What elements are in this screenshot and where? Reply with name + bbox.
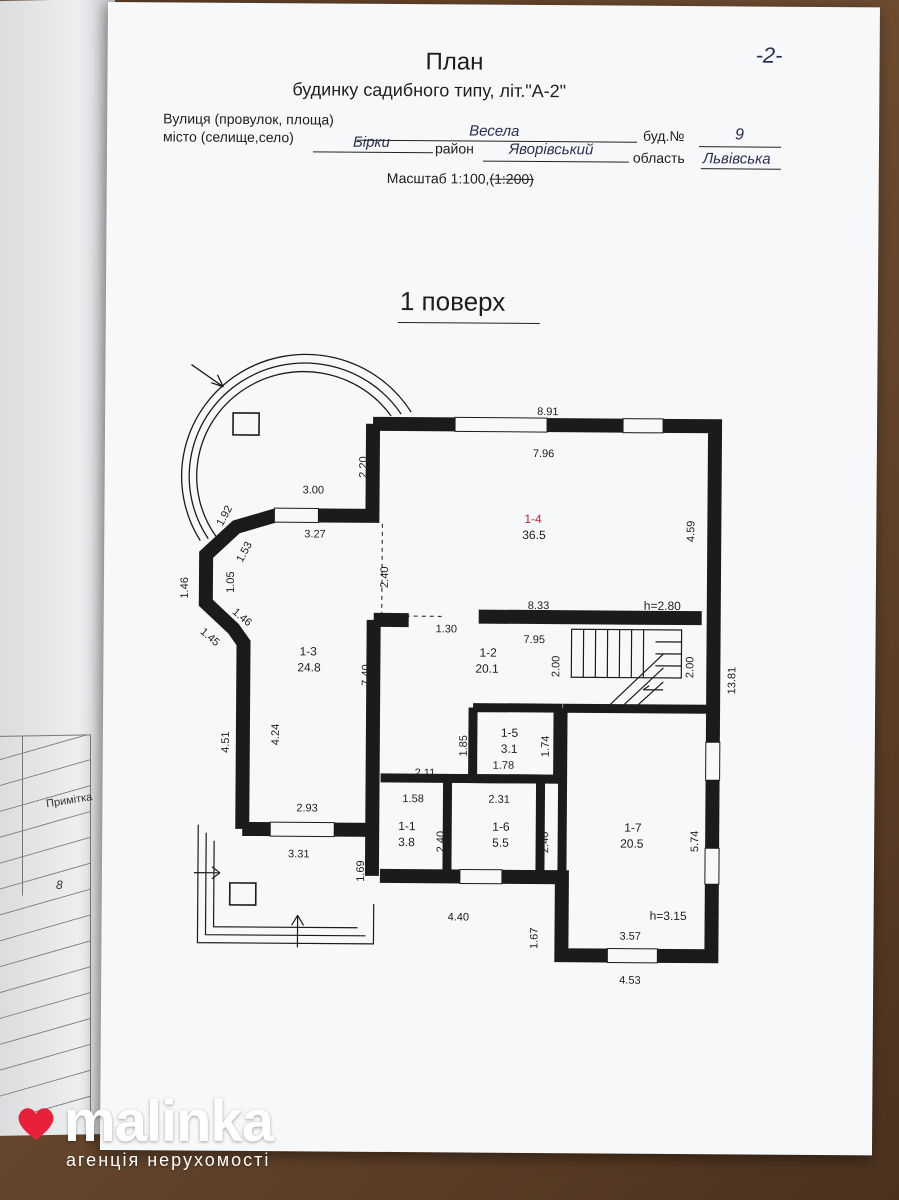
ceiling-height-label: h=3.15	[650, 909, 687, 923]
dimension-label: 2.40	[539, 832, 551, 854]
table-lines	[0, 734, 91, 1118]
dimension-label: 1.74	[540, 736, 552, 758]
dimension-label: 7.95	[524, 634, 546, 646]
dimension-label: 1.45	[198, 626, 222, 649]
room-id: 1-4	[524, 512, 542, 526]
dimension-label: 2.11	[415, 767, 436, 779]
dimension-label: 8.91	[537, 406, 559, 418]
inner-walls	[380, 703, 709, 956]
outer-walls	[198, 416, 723, 964]
dimension-label: 2.40	[379, 566, 391, 588]
dimension-label: 4.24	[270, 724, 282, 746]
dimension-label: 2.00	[684, 657, 696, 679]
dimension-label: 1.69	[355, 860, 367, 882]
room-id: 1-5	[501, 726, 519, 740]
brand-tagline: агенція нерухомості	[66, 1150, 271, 1170]
dimension-label: 4.53	[619, 975, 641, 987]
dimension-label: 2.40	[435, 831, 447, 853]
dimension-label: 7.96	[533, 448, 555, 460]
dimension-label: 1.05	[225, 571, 237, 593]
ceiling-height-label: h=2.80	[644, 599, 681, 613]
room-area: 3.8	[398, 835, 415, 849]
dimension-label: 4.40	[448, 911, 470, 923]
room-id: 1-6	[492, 820, 510, 834]
dimension-label: 3.57	[619, 931, 641, 943]
dimension-label: 2.00	[550, 656, 562, 678]
dimension-label: 7.40	[360, 664, 372, 686]
table-column-line	[22, 735, 23, 896]
dimension-label: 3.00	[303, 484, 325, 496]
dimension-label: 1.58	[402, 793, 424, 805]
dimension-label: 1.78	[493, 760, 515, 772]
room-id: 1-3	[299, 644, 317, 658]
dimension-label: 8.33	[528, 600, 550, 612]
rotunda-mid-arc	[188, 362, 402, 540]
dimension-label: 3.31	[288, 848, 310, 860]
heart-icon	[18, 1108, 54, 1140]
underlying-page: Примітка 8	[0, 0, 115, 1137]
entry-arrow-line	[191, 364, 224, 388]
floor-plan-drawing: 1-4 36.5 1-3 24.8 1-2 20.1 1-5 3.1 1-1 3…	[179, 353, 738, 987]
brand-logo: malinka агенція нерухомості	[14, 1088, 354, 1178]
dimension-label: 3.27	[304, 528, 326, 540]
dimension-label: 4.59	[685, 521, 697, 543]
rotunda-inner-arc	[196, 370, 392, 538]
row-number: 8	[56, 877, 63, 892]
brand-name: malinka	[64, 1089, 274, 1154]
room-area: 20.1	[475, 662, 499, 676]
room-area: 36.5	[522, 528, 546, 542]
rotunda-outer-arc	[181, 353, 412, 542]
dimension-label: 1.46	[179, 577, 191, 599]
room-id: 1-1	[398, 819, 416, 833]
room-id: 1-7	[624, 821, 642, 835]
staircase	[570, 628, 683, 707]
dimension-label: 2.20	[358, 456, 370, 478]
room-area: 3.1	[501, 742, 518, 756]
plan-sheet: -2- План будинку садибного типу, літ."А-…	[99, 2, 880, 1156]
porch	[193, 824, 375, 948]
dimension-lines	[381, 523, 444, 617]
dimension-label: 1.53	[234, 540, 255, 565]
room-area: 20.5	[620, 837, 644, 851]
dimension-label: 1.30	[436, 623, 458, 635]
dimension-label: 1.67	[528, 928, 540, 950]
dimension-label: 13.81	[726, 667, 738, 695]
dimension-label: 1.85	[458, 735, 470, 757]
dimension-label: 2.31	[488, 794, 510, 806]
dimension-label: 5.74	[689, 831, 701, 853]
rotunda-column	[232, 412, 260, 436]
room-area: 5.5	[492, 836, 509, 850]
windows	[269, 416, 721, 964]
room-id: 1-2	[479, 646, 497, 660]
dimension-label: 2.93	[296, 802, 318, 814]
dimension-label: 4.51	[220, 731, 232, 753]
room-area: 24.8	[297, 660, 321, 674]
